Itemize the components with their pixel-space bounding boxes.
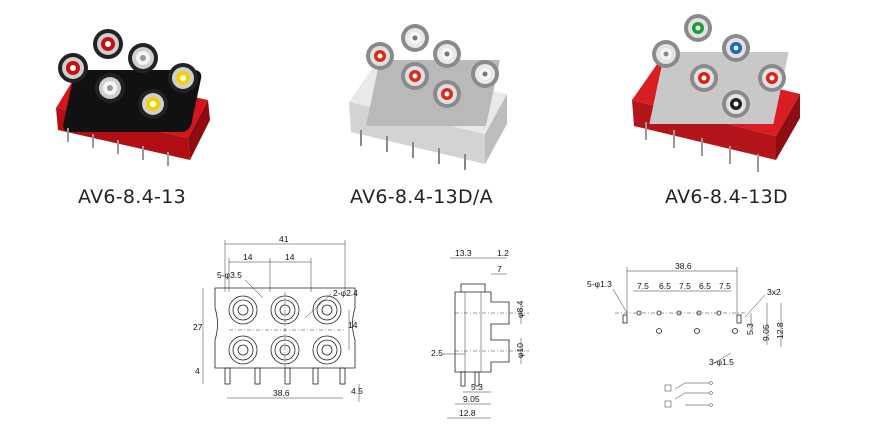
dim-2-pins: 2-φ2.4	[333, 288, 358, 298]
dim-12-8: 12.8	[775, 322, 785, 339]
dim-41: 41	[279, 234, 289, 244]
pcb-footprint-drawing: 38.6 5-φ1.3 7.5 6.5 7.5 6.5 7.5 3x2 3-φ1…	[587, 261, 785, 408]
product-image-av6-8-4-13d	[632, 14, 800, 172]
dim-14-right: 14	[285, 252, 295, 262]
dim-4: 4	[195, 366, 200, 376]
dim-6-5-b: 6.5	[699, 281, 711, 291]
dim-27: 27	[193, 322, 203, 332]
dim-3-phi-1-5: 3-φ1.5	[709, 357, 734, 367]
dim-1-2: 1.2	[497, 248, 509, 258]
dim-12-8: 12.8	[459, 408, 476, 418]
product-label-av6-8-4-13d: AV6-8.4-13D	[665, 186, 788, 208]
dim-2-5: 2.5	[431, 348, 443, 358]
dim-5-3: 5.3	[745, 323, 755, 335]
dim-phi-8-4: φ8.4	[515, 300, 525, 318]
dim-4-5: 4.5	[351, 386, 363, 396]
product-image-av6-8-4-13d-a	[349, 24, 507, 170]
dim-5-phi-1-3: 5-φ1.3	[587, 279, 612, 289]
dim-5-holes: 5-φ3.5	[217, 270, 242, 280]
dim-phi-10: φ10	[515, 343, 525, 358]
dim-38-6: 38.6	[273, 388, 290, 398]
dim-9-05: 9.05	[463, 394, 480, 404]
dim-3x2: 3x2	[767, 287, 781, 297]
dim-7-5-b: 7.5	[679, 281, 691, 291]
dim-13-3: 13.3	[455, 248, 472, 258]
dim-6-5-a: 6.5	[659, 281, 671, 291]
product-label-av6-8-4-13: AV6-8.4-13	[78, 186, 186, 208]
front-view-drawing: 41 14 14 5-φ3.5 2-φ2.4 27 14 4 38.6 4.5	[193, 234, 363, 402]
product-label-av6-8-4-13d-a: AV6-8.4-13D/A	[350, 186, 493, 208]
dim-38-6: 38.6	[675, 261, 692, 271]
dim-14-vertical: 14	[348, 320, 358, 330]
dim-14-left: 14	[243, 252, 253, 262]
side-view-drawing: 13.3 1.2 7 φ8.4 φ10 2.5 5.3 9.05 12.8	[431, 248, 529, 419]
dim-7-5-a: 7.5	[637, 281, 649, 291]
dim-7-5-c: 7.5	[719, 281, 731, 291]
product-image-av6-8-4-13	[56, 29, 210, 166]
dim-5-3: 5.3	[471, 382, 483, 392]
dim-7: 7	[497, 264, 502, 274]
dim-9-05: 9.05	[761, 324, 771, 341]
